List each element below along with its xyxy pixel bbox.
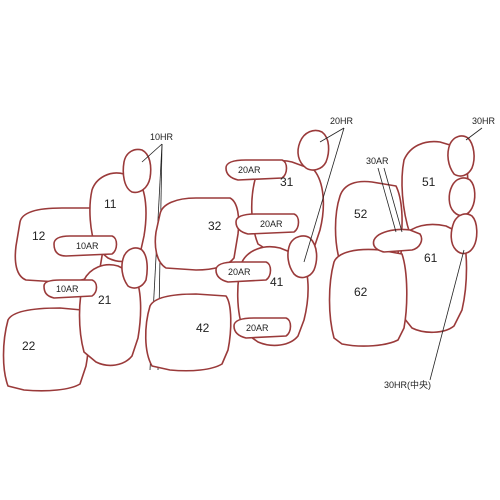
headrest-part-10hr-row1	[122, 148, 152, 194]
callout-label-20ar-a: 20AR	[238, 165, 261, 175]
callout-label-30ar: 30AR	[366, 156, 389, 166]
leader-line-30ar-a	[377, 167, 397, 233]
seat-cushion-part-32	[154, 197, 240, 271]
part-label-61: 61	[424, 251, 438, 265]
armrest-part-20ar-b	[235, 213, 300, 235]
part-label-62: 62	[354, 285, 368, 299]
part-label-31: 31	[280, 175, 294, 189]
front-seat-group: 11 12 21 22 10AR 10AR 10HR	[2, 132, 174, 392]
callout-label-20hr: 20HR	[330, 116, 354, 126]
callout-label-20ar-d: 20AR	[246, 323, 269, 333]
callout-label-20ar-b: 20AR	[260, 219, 283, 229]
part-label-22: 22	[22, 339, 36, 353]
part-label-51: 51	[422, 175, 436, 189]
part-label-32: 32	[208, 219, 222, 233]
callout-label-10ar-row1: 10AR	[76, 241, 99, 251]
headrest-part-10hr-row2	[121, 247, 148, 289]
armrest-part-20ar-a	[225, 159, 288, 181]
middle-seat-group: 31 32 41 42 20AR 20AR 20AR 20AR 20HR	[144, 116, 354, 372]
part-label-42: 42	[196, 321, 210, 335]
seat-cushion-part-42	[144, 293, 232, 372]
callout-label-10hr: 10HR	[150, 132, 174, 142]
armrest-part-10ar-row1	[53, 235, 118, 257]
callout-label-10ar-row2: 10AR	[56, 284, 79, 294]
part-label-21: 21	[98, 293, 112, 307]
headrest-part-30hr-top	[447, 135, 475, 177]
rear-seat-group: 51 52 61 62 30HR 30AR 30HR(中央)	[328, 116, 496, 390]
headrest-part-20hr-row2	[287, 235, 318, 279]
headrest-part-30hr-center	[450, 213, 478, 255]
part-label-12: 12	[32, 229, 46, 243]
armrest-part-20ar-c	[215, 261, 272, 283]
part-label-52: 52	[354, 207, 368, 221]
leader-line-20hr-b	[303, 127, 345, 263]
armrest-part-20ar-d	[233, 317, 292, 339]
seat-cushion-part-62	[328, 248, 408, 347]
callout-label-20ar-c: 20AR	[228, 267, 251, 277]
headrest-part-30hr-middle	[448, 177, 476, 217]
callout-label-30hr-top: 30HR	[472, 116, 496, 126]
part-label-11: 11	[104, 197, 117, 211]
leader-line-10hr-a	[141, 143, 163, 163]
seat-cushion-part-22	[2, 307, 90, 392]
leader-line-20hr-a	[319, 127, 345, 143]
headrest-part-20hr-row1	[297, 129, 330, 171]
armrest-part-10ar-row2	[43, 279, 98, 299]
leader-line-30hr-center	[429, 249, 465, 381]
armrest-part-30ar	[372, 228, 423, 253]
leader-line-30ar-b	[383, 167, 403, 233]
leader-line-30hr-top	[465, 127, 483, 141]
callout-label-30hr-center: 30HR(中央)	[384, 379, 431, 390]
part-label-41: 41	[270, 275, 284, 289]
